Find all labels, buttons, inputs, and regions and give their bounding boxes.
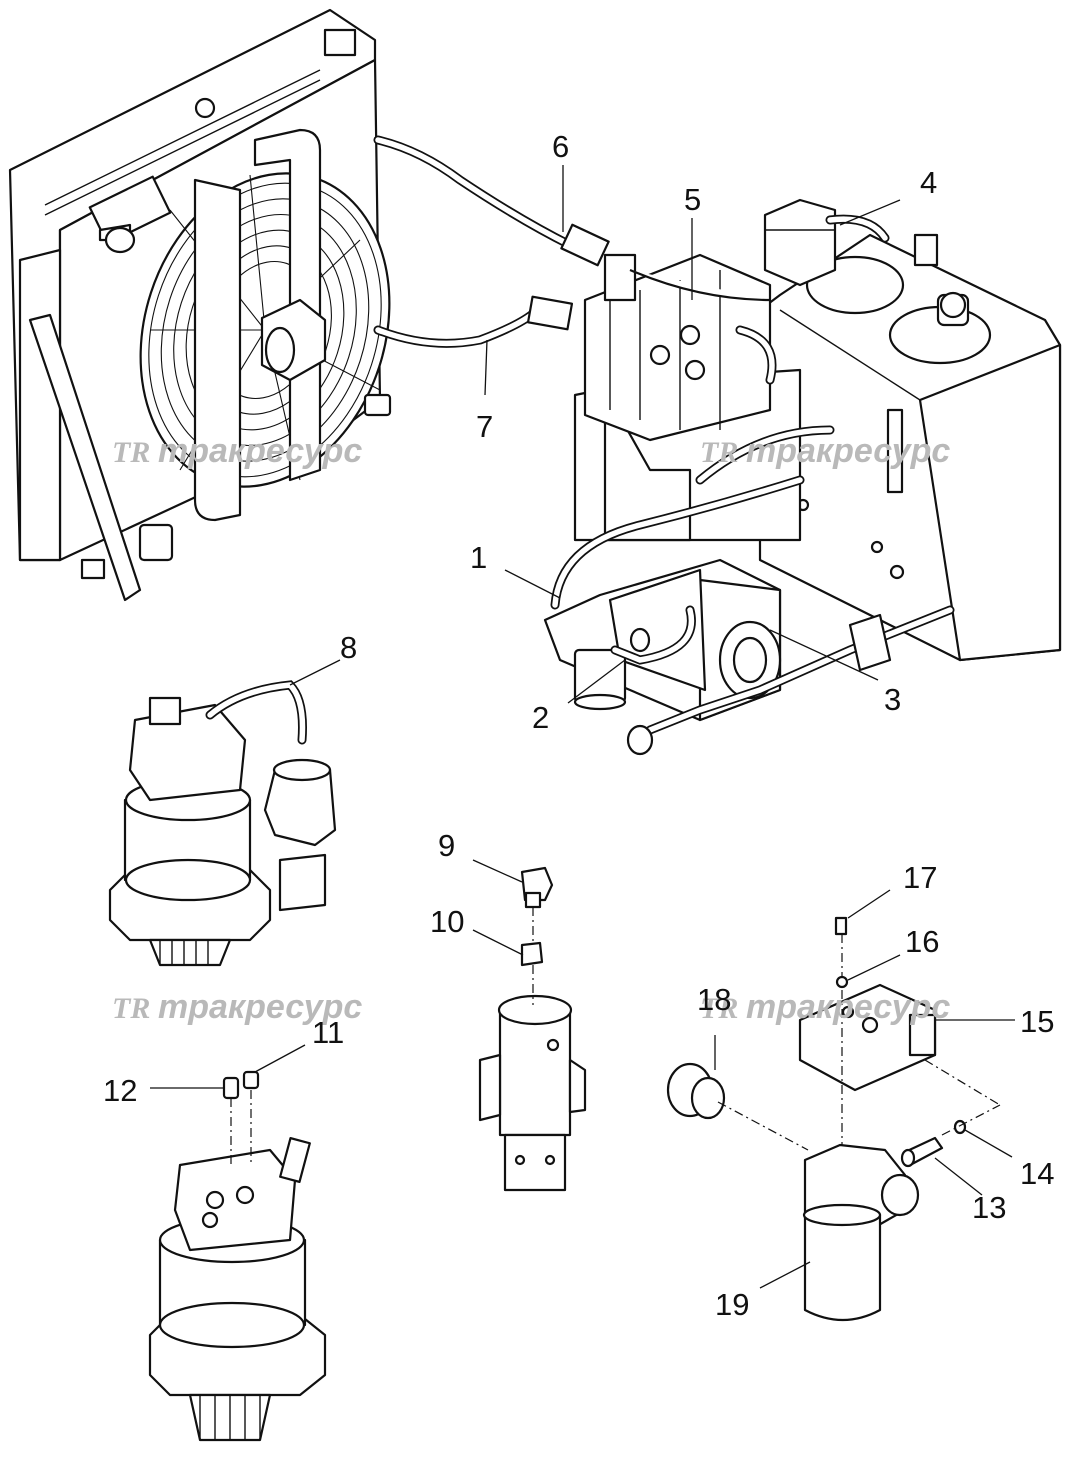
callout-numbers: 1 2 3 4 5 6 7 8 9 10 11 12 13 14 15 16 1… [103,129,1054,1322]
watermark-logo-4: TR [700,992,738,1025]
watermark-text-2: тракресурс [746,432,950,470]
watermark-text-4: тракресурс [746,988,950,1026]
callout-9: 9 [438,828,455,863]
return-filter-exploded [666,916,1001,1322]
pilot-valve-4 [763,198,939,287]
callout-17: 17 [903,860,937,895]
callout-8: 8 [340,630,357,665]
callout-11: 11 [312,1015,344,1050]
watermark-text-3: тракресурс [158,988,362,1026]
callout-5: 5 [684,182,701,217]
watermark-logo-2: TR [700,436,738,469]
callout-1: 1 [470,540,487,575]
callout-19: 19 [715,1287,749,1322]
callout-12: 12 [103,1073,137,1108]
watermark-text-1: тракресурс [158,432,362,470]
callout-14: 14 [1020,1156,1054,1191]
watermark-logo-1: TR [112,436,150,469]
callout-2: 2 [532,700,549,735]
callout-6: 6 [552,129,569,164]
watermark-2: TR тракресурс [700,432,950,470]
callout-7: 7 [476,409,493,444]
watermark-logo-3: TR [112,992,150,1025]
swivel-joint-exploded [478,866,587,1192]
main-pump-assembly [543,425,955,756]
callout-18: 18 [697,982,731,1017]
callout-3: 3 [884,682,901,717]
radiator-assembly [8,8,392,602]
control-valve-5 [573,253,802,542]
hose-6 [373,135,610,267]
watermark-3: TR тракресурс [112,988,362,1026]
watermark-4: TR тракресурс [700,988,950,1026]
callout-16: 16 [905,924,939,959]
callout-4: 4 [920,165,937,200]
watermark-1: TR тракресурс [112,432,362,470]
callout-15: 15 [1020,1004,1054,1039]
leader-lines [150,165,1015,1289]
swing-motor-exploded [148,1070,327,1442]
callout-10: 10 [430,904,464,939]
hose-7 [373,295,574,348]
callout-13: 13 [972,1190,1006,1225]
swing-motor-8 [108,680,337,967]
